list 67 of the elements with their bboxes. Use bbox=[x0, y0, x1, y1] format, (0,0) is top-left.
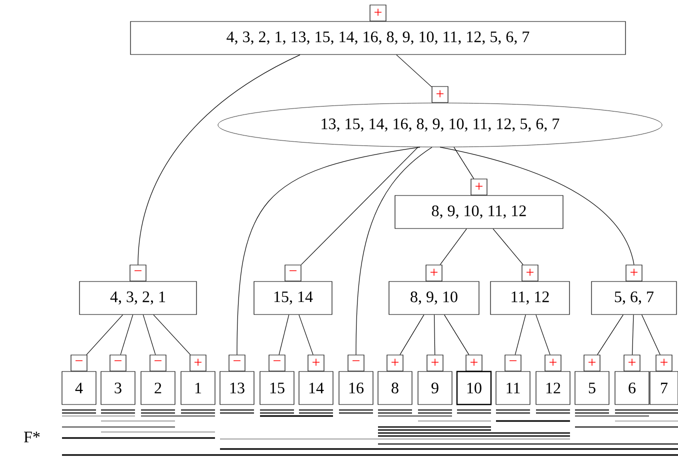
sign-box: − bbox=[110, 354, 126, 372]
sign-box: + bbox=[470, 178, 488, 196]
leaf-box: 16 bbox=[338, 371, 374, 405]
sign-box: − bbox=[228, 354, 246, 372]
leaf-box: 12 bbox=[536, 371, 570, 405]
tree-edge bbox=[514, 314, 526, 355]
leaf-box: 11 bbox=[496, 371, 530, 405]
sign-box: − bbox=[70, 354, 88, 372]
sign-box: + bbox=[190, 354, 206, 372]
sign-box: + bbox=[544, 354, 562, 372]
leaf-box: 14 bbox=[298, 371, 334, 405]
leaf-box: 13 bbox=[220, 371, 254, 405]
tree-edge bbox=[444, 314, 470, 355]
tree-edge bbox=[153, 314, 191, 355]
sign-box: + bbox=[624, 354, 640, 372]
tree-edge bbox=[632, 314, 634, 355]
leaf-box: 3 bbox=[100, 371, 136, 405]
tree-edge bbox=[536, 314, 550, 355]
group-box: 8, 9, 10 bbox=[388, 281, 480, 315]
leaf-box: 1 bbox=[180, 371, 216, 405]
sign-box: + bbox=[584, 354, 600, 372]
leaf-box: 6 bbox=[614, 371, 650, 405]
sign-box: + bbox=[308, 354, 324, 372]
sign-box: + bbox=[370, 4, 386, 22]
sign-box: − bbox=[130, 264, 146, 282]
row-label: F* bbox=[24, 432, 40, 442]
group-box: 11, 12 bbox=[490, 281, 570, 315]
sign-box: + bbox=[466, 354, 482, 372]
leaf-box: 15 bbox=[260, 371, 294, 405]
sign-box: + bbox=[426, 264, 442, 282]
tree-edge bbox=[440, 228, 467, 265]
sign-box: − bbox=[504, 354, 522, 372]
group-box: 5, 6, 7 bbox=[591, 281, 677, 315]
sign-box: + bbox=[656, 354, 672, 372]
leaf-box: 9 bbox=[418, 371, 452, 405]
tree-edge bbox=[641, 314, 660, 355]
leaf-box: 5 bbox=[574, 371, 610, 405]
sign-box: − bbox=[150, 354, 166, 372]
group-box: 15, 14 bbox=[254, 281, 332, 315]
sign-box: − bbox=[348, 354, 364, 372]
sign-box: + bbox=[426, 354, 444, 372]
sign-box: − bbox=[284, 264, 302, 282]
tree-edge bbox=[298, 314, 314, 355]
tree-edge bbox=[454, 146, 474, 179]
tree-edge bbox=[86, 314, 124, 355]
tree-edge bbox=[597, 314, 624, 355]
tree-edge bbox=[434, 314, 436, 355]
tree-edge bbox=[492, 228, 524, 265]
tree-edge bbox=[120, 314, 134, 355]
sign-box: + bbox=[386, 354, 404, 372]
tree-edge bbox=[356, 146, 432, 355]
tree-edge bbox=[400, 314, 424, 355]
group-box: 8, 9, 10, 11, 12 bbox=[394, 195, 564, 229]
group-box: 4, 3, 2, 1 bbox=[79, 281, 197, 315]
leaf-box: 2 bbox=[140, 371, 176, 405]
leaf-box: 4 bbox=[62, 371, 96, 405]
leaf-box: 7 bbox=[650, 371, 678, 405]
tree-edge bbox=[278, 314, 290, 355]
leaf-box: 10 bbox=[456, 370, 492, 406]
sign-box: − bbox=[268, 354, 286, 372]
sign-box: + bbox=[522, 264, 538, 282]
tree-edge bbox=[142, 314, 156, 355]
sign-box: + bbox=[626, 264, 642, 282]
sign-box: + bbox=[432, 86, 448, 103]
leaf-box: 8 bbox=[378, 371, 412, 405]
tree-edge bbox=[396, 54, 432, 88]
group-box: 4, 3, 2, 1, 13, 15, 14, 16, 8, 9, 10, 11, 12, 5, 6, 7 bbox=[130, 21, 626, 55]
